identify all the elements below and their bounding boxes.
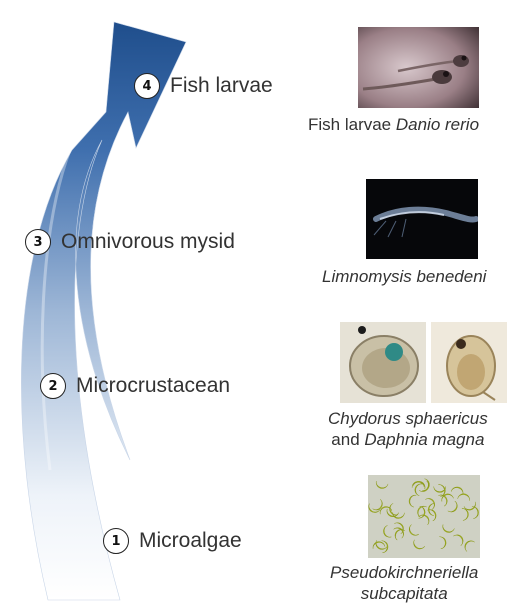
algae-caption-line2: subcapitata	[361, 584, 448, 603]
level-1-label: Microalgae	[139, 529, 242, 553]
fish-caption-prefix: Fish larvae	[308, 115, 396, 134]
level-4-badge: 4	[134, 73, 160, 99]
level-3-label: Omnivorous mysid	[61, 230, 235, 254]
level-3-badge: 3	[25, 229, 51, 255]
level-4-label: Fish larvae	[170, 74, 273, 98]
level-3: 3 Omnivorous mysid	[25, 229, 235, 255]
level-2-badge: 2	[40, 373, 66, 399]
fish-caption: Fish larvae Danio rerio	[308, 114, 479, 135]
daphnia-photo	[431, 322, 507, 403]
level-4: 4 Fish larvae	[134, 73, 273, 99]
crustacean-caption: Chydorus sphaericus and Daphnia magna	[328, 408, 488, 451]
arrow-body	[21, 22, 186, 600]
chydorus-photo	[340, 322, 426, 403]
algae-caption-line1: Pseudokirchneriella	[330, 563, 478, 582]
daphnia-caption-species: Daphnia magna	[364, 430, 484, 449]
algae-photo	[368, 475, 480, 558]
level-2-label: Microcrustacean	[76, 374, 230, 398]
algae-caption: Pseudokirchneriella subcapitata	[330, 562, 478, 604]
chydorus-caption-species: Chydorus sphaericus	[328, 409, 488, 428]
crustacean-caption-connector: and	[331, 430, 364, 449]
fish-larvae-photo	[358, 27, 479, 108]
mysid-caption-species: Limnomysis benedeni	[322, 267, 486, 286]
level-1-badge: 1	[103, 528, 129, 554]
fish-caption-species: Danio rerio	[396, 115, 479, 134]
mysid-caption: Limnomysis benedeni	[322, 266, 486, 287]
mysid-photo	[366, 179, 478, 259]
level-2: 2 Microcrustacean	[40, 373, 230, 399]
level-1: 1 Microalgae	[103, 528, 242, 554]
